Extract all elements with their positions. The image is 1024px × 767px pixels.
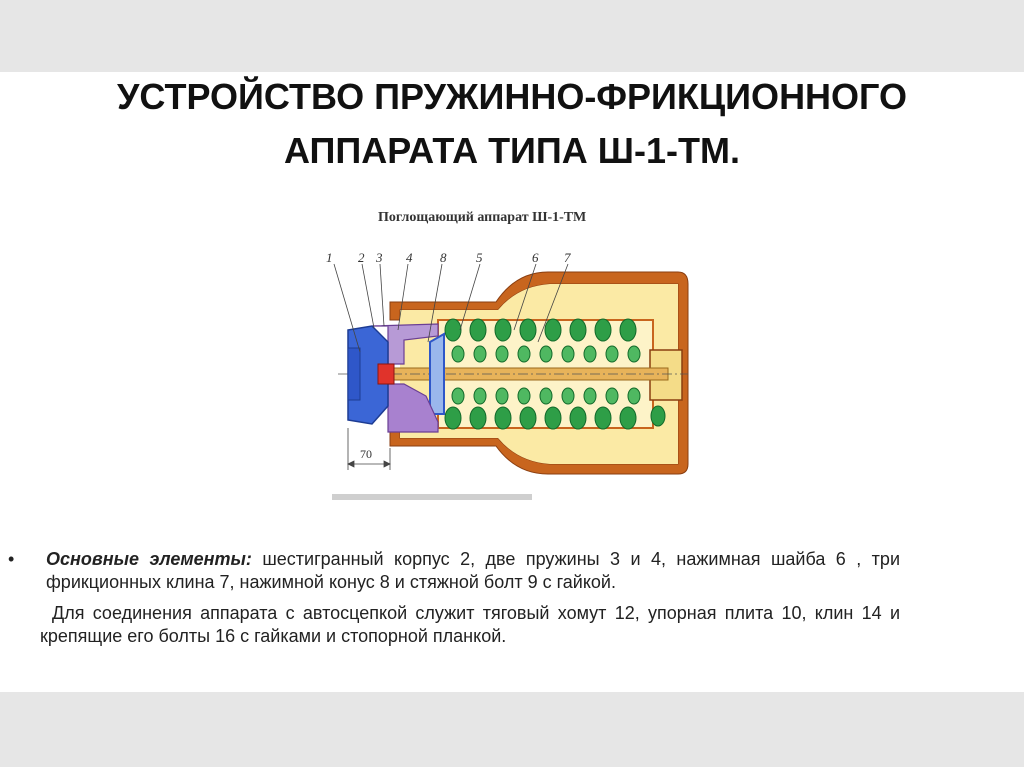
pressure-washer: [429, 332, 445, 415]
figure-caption: Поглощающий аппарат Ш-1-ТМ: [378, 210, 587, 225]
bullet-item: • Основные элементы: шестигранный корпус…: [8, 548, 900, 594]
slide-body: • Основные элементы: шестигранный корпус…: [8, 548, 900, 648]
cone-face: [347, 347, 361, 401]
dimension-70: [347, 428, 391, 470]
spring-inner: [451, 345, 641, 405]
label-2: 2: [358, 250, 365, 265]
label-7: 7: [564, 250, 571, 265]
term-label: Основные элементы:: [46, 549, 252, 569]
slide-title: УСТРОЙСТВО ПРУЖИННО-ФРИКЦИОННОГО АППАРАТ…: [0, 70, 1024, 178]
label-8: 8: [440, 250, 447, 265]
label-5: 5: [476, 250, 483, 265]
bullet-dot: •: [8, 549, 15, 569]
label-1: 1: [326, 250, 333, 265]
label-3: 3: [375, 250, 383, 265]
dimension-label: 70: [360, 447, 372, 461]
bullet-text: шестигранный корпус 2, две пружины 3 и 4…: [46, 549, 900, 592]
slide-title-line-2: АППАРАТА ТИПА Ш-1-ТМ.: [284, 130, 740, 171]
paragraph-connection: Для соединения аппарата с автосцепкой сл…: [40, 603, 900, 646]
draft-gear-diagram: 1 2 3 4 8 5 6 7 70: [326, 250, 689, 500]
callouts: [333, 263, 569, 353]
cropped-caption: [332, 494, 532, 500]
spring-outer: [444, 318, 666, 430]
top-band: [0, 0, 1024, 72]
label-6: 6: [532, 250, 539, 265]
friction-wedge-lower: [387, 383, 439, 433]
bolt-nut: [377, 363, 395, 385]
slide-title-line-1: УСТРОЙСТВО ПРУЖИННО-ФРИКЦИОННОГО: [117, 76, 907, 117]
bottom-band: [0, 692, 1024, 767]
label-4: 4: [406, 250, 413, 265]
